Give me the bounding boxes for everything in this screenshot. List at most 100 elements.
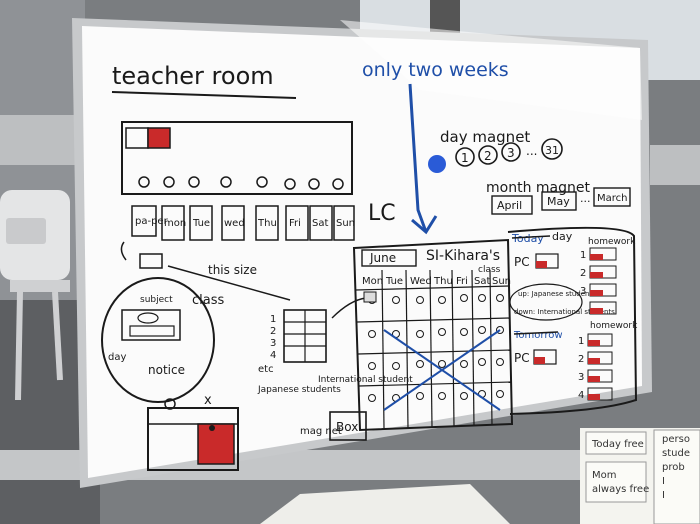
subject-label: subject [140,295,173,305]
tomorrow-homework-label: homework [590,321,638,331]
day-pocket-label: pa-per [135,216,169,227]
right-panel [507,226,638,415]
sticky-right-line: prob [662,462,685,473]
weekday-label: Tue [385,276,403,287]
weekday-label: Thu [433,276,453,287]
tomorrow-label: Tomorrow [513,330,563,341]
calendar-class-name: SI-Kihara's [426,248,500,264]
sticky-right-line: stude [662,448,690,459]
day-magnet-ellipsis: ... [526,144,537,158]
sticky-note-mom [585,461,647,503]
magnet-box [329,411,367,441]
students-etc: etc [258,364,274,375]
month-magnet [541,191,577,211]
students-arrow [331,297,367,319]
day-magnet-circle [478,145,498,165]
month-magnet-text: April [497,199,522,212]
day-pocket-label: Thu [257,218,277,229]
blue-arrow [408,83,428,233]
today-homework-magnets [589,247,617,315]
today-homework-number: 1 [580,250,586,261]
today-day-label: day [552,230,573,243]
weekday-label: Sat [474,276,490,287]
weekday-label: Sun [492,276,511,287]
blue-cross-line [383,329,501,411]
students-number: 1 [270,314,276,325]
sticky-mom-text-1: Mom [592,470,617,481]
room-board [121,121,353,195]
day-pocket-label: wed [224,218,245,229]
day-pocket-label: Tue [192,218,210,229]
calendar-month-box [361,249,417,267]
today-label: Today [511,232,544,245]
day-magnet-circle [541,138,563,160]
day-magnet-circle [501,142,521,162]
today-homework-label: homework [588,237,636,247]
day-label: day [108,352,126,363]
tomorrow-homework-number: 4 [578,390,584,401]
sticky-today-free-text: Today free [591,439,644,450]
month-magnet-text: March [597,193,627,204]
board-glare [340,20,642,120]
today-pc-red [536,261,547,268]
weekday-label: Fri [456,276,468,287]
magnet-label: mag net [300,426,342,437]
tomorrow-homework-number: 1 [578,336,584,347]
day-magnet-number: 3 [507,146,515,160]
magnet-card-oval [137,312,159,324]
magnet-box-label: Box [336,420,358,434]
students-number: 3 [270,338,276,349]
paper-sheet [260,484,510,524]
pocket-card [147,407,239,471]
sticky-note-today-free [585,431,647,455]
up-down-oval [509,283,583,321]
day-magnet-circle [455,147,475,167]
magnet-card [121,309,181,341]
japanese-students-label: Japanese students [257,385,341,395]
calendar-grid [352,238,514,432]
sticky-right-line: I [662,490,665,501]
weekday-label: Wed [410,276,432,287]
tomorrow-pc-red [534,357,545,364]
day-pocket-label: mon [164,218,186,229]
stand-bar-right [650,145,700,185]
title-underline [111,91,297,99]
sticky-mom-text-2: always free [592,484,649,495]
up-label: up: Japanese students [518,290,596,298]
students-number: 2 [270,326,276,337]
small-arrow [120,241,127,261]
day-magnet-number: 1 [461,151,469,165]
notice-label: notice [148,363,185,377]
magnet-card-slot [129,325,175,337]
tomorrow-homework-number: 2 [578,354,584,365]
sticky-notes: Today free Mom always free perso stude p… [580,428,700,524]
tomorrow-homework-magnets [587,333,613,401]
sticky-note-right [653,429,700,524]
sticky-right-line: perso [662,434,690,445]
chair [0,190,70,401]
lc-label: LC [368,201,396,226]
tomorrow-homework-number: 3 [578,372,584,383]
day-pockets [131,176,355,241]
calendar-day-magnets [368,294,504,402]
today-pc-label: PC [514,255,530,269]
calendar-today-magnet [363,291,377,303]
calendar-month: June [369,251,396,265]
magnet-diagram-circle [101,277,215,403]
day-magnet-label: day magnet [440,128,530,146]
month-ellipsis: ... [580,192,591,205]
sticky-right-line: I [662,476,665,487]
x-mark: x [204,393,212,408]
day-magnet-number: 31 [545,144,559,157]
month-magnet-label: month magnet [486,180,590,196]
red-magnet [147,127,171,149]
today-homework-number: 2 [580,268,586,279]
weekday-label: Mon [362,276,383,287]
month-magnet [593,187,631,207]
class-label: class [192,293,224,308]
month-magnet-text: May [547,195,570,208]
blue-magnet [428,155,446,173]
this-size-label: this size [208,263,257,277]
blue-arrowhead [411,215,438,235]
this-size-arrow [167,265,291,301]
